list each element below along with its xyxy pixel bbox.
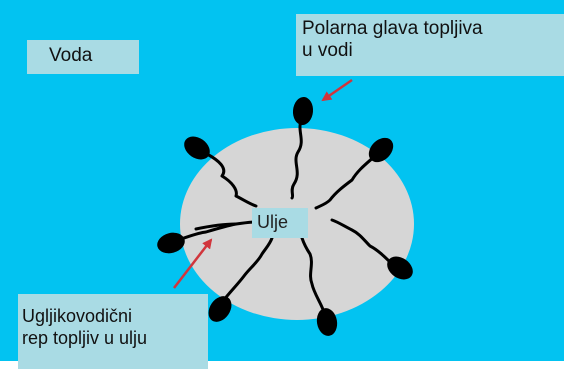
polar-head-7 — [316, 308, 338, 336]
hydrocarbon-tail-1 — [290, 117, 304, 200]
hydrocarbon-tail-7 — [300, 236, 327, 317]
polar-head-1 — [292, 97, 314, 125]
polar-heads — [157, 97, 413, 336]
hydrocarbon-tail-arrow — [173, 238, 213, 289]
hydrocarbon-tail-label: Ugljikovodični rep topljiv u ulju — [18, 294, 208, 369]
oil-label: Ulje — [252, 208, 308, 238]
water-label: Voda — [27, 40, 139, 74]
hydrocarbon-tail-5 — [330, 218, 395, 267]
polar-head-3 — [368, 137, 394, 163]
hydrocarbon-tail-2 — [205, 152, 258, 208]
hydrocarbon-tail-4 — [172, 220, 258, 243]
polar-head-2 — [184, 136, 210, 160]
hydrocarbon-tail-8 — [194, 222, 238, 231]
polar-head-5 — [387, 256, 413, 280]
polar-head-arrow — [321, 78, 353, 102]
annotation-arrows — [173, 78, 353, 289]
polar-head-label: Polarna glava topljiva u vodi — [296, 14, 564, 76]
polar-head-4 — [157, 232, 185, 254]
polar-head-6 — [208, 296, 232, 322]
hydrocarbon-tail-3 — [314, 154, 377, 210]
surfactant-molecules — [172, 117, 395, 317]
hydrocarbon-tail-6 — [221, 236, 274, 303]
